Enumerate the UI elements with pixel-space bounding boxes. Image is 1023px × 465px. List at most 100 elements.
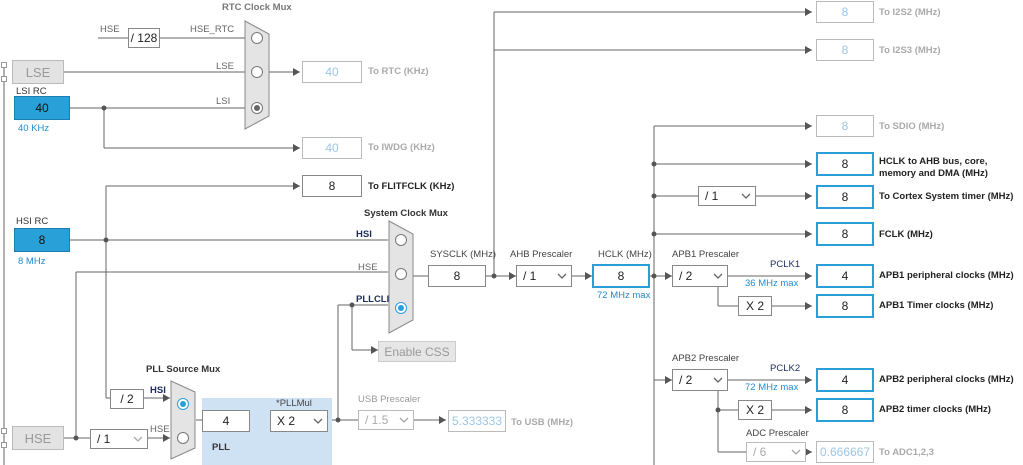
ahb-prescaler-label: AHB Prescaler <box>510 249 573 260</box>
rtc-mux-input-lsi: LSI <box>216 96 231 107</box>
chevron-down-icon <box>713 377 723 383</box>
rtc-output-value: 40 <box>302 61 362 83</box>
rtc-clock-mux[interactable] <box>244 20 270 130</box>
fclk-output-label: FCLK (MHz) <box>879 229 933 240</box>
rtc-mux-title: RTC Clock Mux <box>222 2 292 13</box>
apb1-timer-multiplier: X 2 <box>738 296 772 316</box>
pll-src-input-hsi: HSI <box>150 385 166 396</box>
apb2-timer-multiplier: X 2 <box>738 400 772 420</box>
sys-mux-input-hse: HSE <box>358 262 378 273</box>
flitfclk-output-value: 8 <box>302 175 362 197</box>
chevron-down-icon <box>791 449 801 455</box>
apb1-timer-output-label: APB1 Timer clocks (MHz) <box>879 300 994 311</box>
rtc-mux-radio-lse[interactable] <box>251 66 263 78</box>
apb1-timer-output-value[interactable]: 8 <box>816 294 874 318</box>
flitfclk-output-label: To FLITFCLK (KHz) <box>368 181 455 192</box>
pllmul-value: X 2 <box>277 414 296 428</box>
chevron-down-icon <box>313 418 323 424</box>
apb1-max: 36 MHz max <box>745 278 799 289</box>
hse-rtc-divider[interactable]: / 128 <box>128 28 160 48</box>
rtc-output-label: To RTC (KHz) <box>368 66 429 77</box>
hsi-rc-value[interactable]: 8 <box>14 228 70 252</box>
hclk-value[interactable]: 8 <box>592 264 650 288</box>
pll-input-value: 4 <box>202 410 250 432</box>
apb2-prescaler-value: / 2 <box>679 373 693 387</box>
usb-prescaler-label: USB Prescaler <box>358 394 421 405</box>
pll-source-mux[interactable] <box>170 380 196 460</box>
hclk-max: 72 MHz max <box>597 290 651 301</box>
pll-source-mux-title: PLL Source Mux <box>146 364 221 375</box>
pclk2-label: PCLK2 <box>770 363 801 374</box>
chevron-down-icon <box>133 436 143 442</box>
apb2-timer-output-value[interactable]: 8 <box>816 398 874 422</box>
sdio-output-value: 8 <box>816 115 874 137</box>
hclk-ahb-output-value[interactable]: 8 <box>816 152 874 176</box>
iwdg-output-label: To IWDG (KHz) <box>368 142 435 153</box>
rtc-mux-input-hse-rtc: HSE_RTC <box>190 24 235 35</box>
cortex-timer-divider-select[interactable]: / 1 <box>698 186 756 206</box>
adc-output-label: To ADC1,2,3 <box>879 447 934 458</box>
i2s2-output-value: 8 <box>816 1 874 23</box>
usb-output-value: 5.333333 <box>448 410 506 432</box>
sys-mux-radio-hse[interactable] <box>395 268 407 280</box>
apb1-prescaler-value: / 2 <box>679 269 693 283</box>
lsi-rc-title: LSI RC <box>16 86 47 97</box>
cortex-timer-output-value[interactable]: 8 <box>816 185 874 209</box>
chevron-down-icon <box>741 193 751 199</box>
pll-src-input-hse: HSE <box>150 424 170 435</box>
cortex-timer-divider-value: / 1 <box>705 189 719 203</box>
lsi-rc-value[interactable]: 40 <box>14 96 70 120</box>
hse-port <box>1 428 7 434</box>
hsi-pll-divider: / 2 <box>110 389 144 409</box>
sys-mux-radio-hsi[interactable] <box>395 234 407 246</box>
lsi-frequency: 40 KHz <box>18 123 50 134</box>
i2s2-output-label: To I2S2 (MHz) <box>879 7 941 18</box>
hse-source: HSE <box>12 426 64 450</box>
pll-src-radio-hse[interactable] <box>177 432 189 444</box>
apb2-prescaler-select[interactable]: / 2 <box>672 369 728 391</box>
i2s3-output-value: 8 <box>816 39 874 61</box>
apb2-peripheral-output-label: APB2 peripheral clocks (MHz) <box>879 374 1014 385</box>
sys-mux-input-hsi: HSI <box>356 229 372 240</box>
pllmul-select[interactable]: X 2 <box>270 410 328 432</box>
adc-output-value: 0.666667 <box>816 441 874 463</box>
adc-prescaler-value: / 6 <box>753 445 767 459</box>
system-clock-mux[interactable] <box>388 220 414 334</box>
hse-port <box>1 442 7 448</box>
i2s3-output-label: To I2S3 (MHz) <box>879 45 941 56</box>
chevron-down-icon <box>713 273 723 279</box>
apb2-prescaler-label: APB2 Prescaler <box>672 353 740 364</box>
ahb-prescaler-value: / 1 <box>523 269 537 283</box>
usb-prescaler-value: / 1.5 <box>365 413 389 427</box>
adc-prescaler-select[interactable]: / 6 <box>746 442 806 462</box>
adc-prescaler-label: ADC Prescaler <box>746 428 809 439</box>
hse-predivider-select[interactable]: / 1 <box>90 429 148 449</box>
apb1-prescaler-label: APB1 Prescaler <box>672 249 740 260</box>
usb-prescaler-select[interactable]: / 1.5 <box>358 410 414 430</box>
apb2-peripheral-output-value[interactable]: 4 <box>816 368 874 392</box>
hclk-ahb-output-label-2: memory and DMA (MHz) <box>879 168 988 179</box>
hsi-frequency: 8 MHz <box>18 256 46 267</box>
sysclk-label: SYSCLK (MHz) <box>430 249 496 260</box>
lse-port <box>1 62 7 68</box>
enable-css-button[interactable]: Enable CSS <box>378 341 456 362</box>
lse-port <box>1 76 7 82</box>
apb1-peripheral-output-label: APB1 peripheral clocks (MHz) <box>879 270 1014 281</box>
fclk-output-value[interactable]: 8 <box>816 222 874 246</box>
usb-output-label: To USB (MHz) <box>511 417 574 428</box>
hclk-label: HCLK (MHz) <box>598 249 652 260</box>
apb2-timer-output-label: APB2 timer clocks (MHz) <box>879 404 991 415</box>
rtc-mux-radio-hse[interactable] <box>251 32 263 44</box>
apb1-prescaler-select[interactable]: / 2 <box>672 265 728 287</box>
iwdg-output-value: 40 <box>302 137 362 159</box>
chevron-down-icon <box>399 417 409 423</box>
apb2-max: 72 MHz max <box>745 382 799 393</box>
hse-rtc-source-label: HSE <box>100 24 120 35</box>
hsi-rc-title: HSI RC <box>16 216 49 227</box>
sysclk-value: 8 <box>428 265 486 287</box>
pllmul-label: *PLLMul <box>276 398 312 409</box>
ahb-prescaler-select[interactable]: / 1 <box>516 265 572 287</box>
pll-label: PLL <box>212 442 230 453</box>
apb1-peripheral-output-value[interactable]: 4 <box>816 264 874 288</box>
